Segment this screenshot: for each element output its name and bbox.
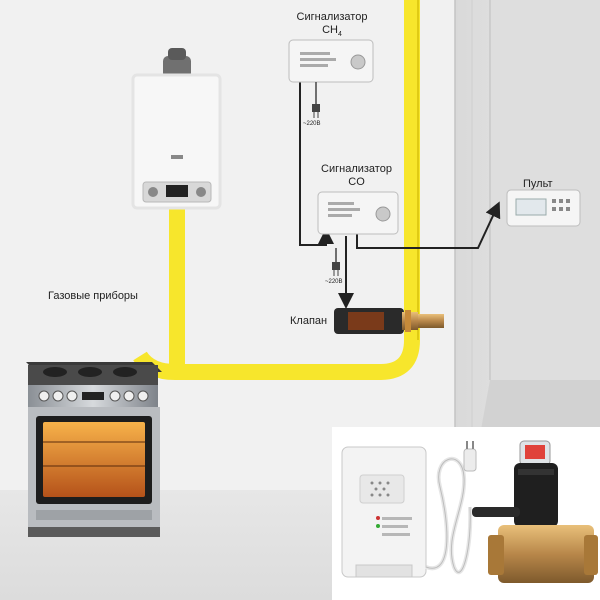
power-plug-icon	[312, 82, 320, 118]
signal-wires	[299, 82, 501, 309]
valve-label: Клапан	[290, 315, 328, 327]
gas-stove-icon	[26, 362, 162, 537]
solenoid-valve-icon	[472, 440, 598, 583]
co-alarm-label-line2: CO	[348, 176, 365, 188]
shutoff-valve-icon	[334, 308, 444, 334]
co-alarm-label-line1: Сигнализатор	[321, 163, 392, 175]
ch4-alarm-label: Сигнализатор CH4	[282, 11, 382, 41]
co-alarm-icon	[317, 191, 399, 235]
detector-unit-icon	[341, 446, 427, 578]
ch4-alarm-label-line2: CH4	[282, 24, 382, 41]
voltage-label-co: ~220В	[325, 279, 343, 285]
gas-appliances-label: Газовые приборы	[48, 290, 138, 302]
ch4-formula: CH	[322, 24, 338, 36]
voltage-label-ch4: ~220В	[303, 121, 321, 127]
co-alarm-label: Сигнализатор CO	[304, 163, 409, 189]
remote-panel-icon	[506, 189, 581, 227]
gas-boiler-icon	[131, 48, 222, 210]
power-plug-icon	[332, 248, 340, 276]
ch4-alarm-label-line1: Сигнализатор	[296, 11, 368, 23]
power-cable-icon	[425, 441, 477, 575]
ch4-alarm-icon	[288, 39, 374, 83]
product-photo	[341, 440, 598, 583]
ch4-subscript: 4	[337, 31, 342, 39]
remote-label: Пульт	[523, 178, 553, 190]
product-photo-inset	[332, 427, 600, 600]
